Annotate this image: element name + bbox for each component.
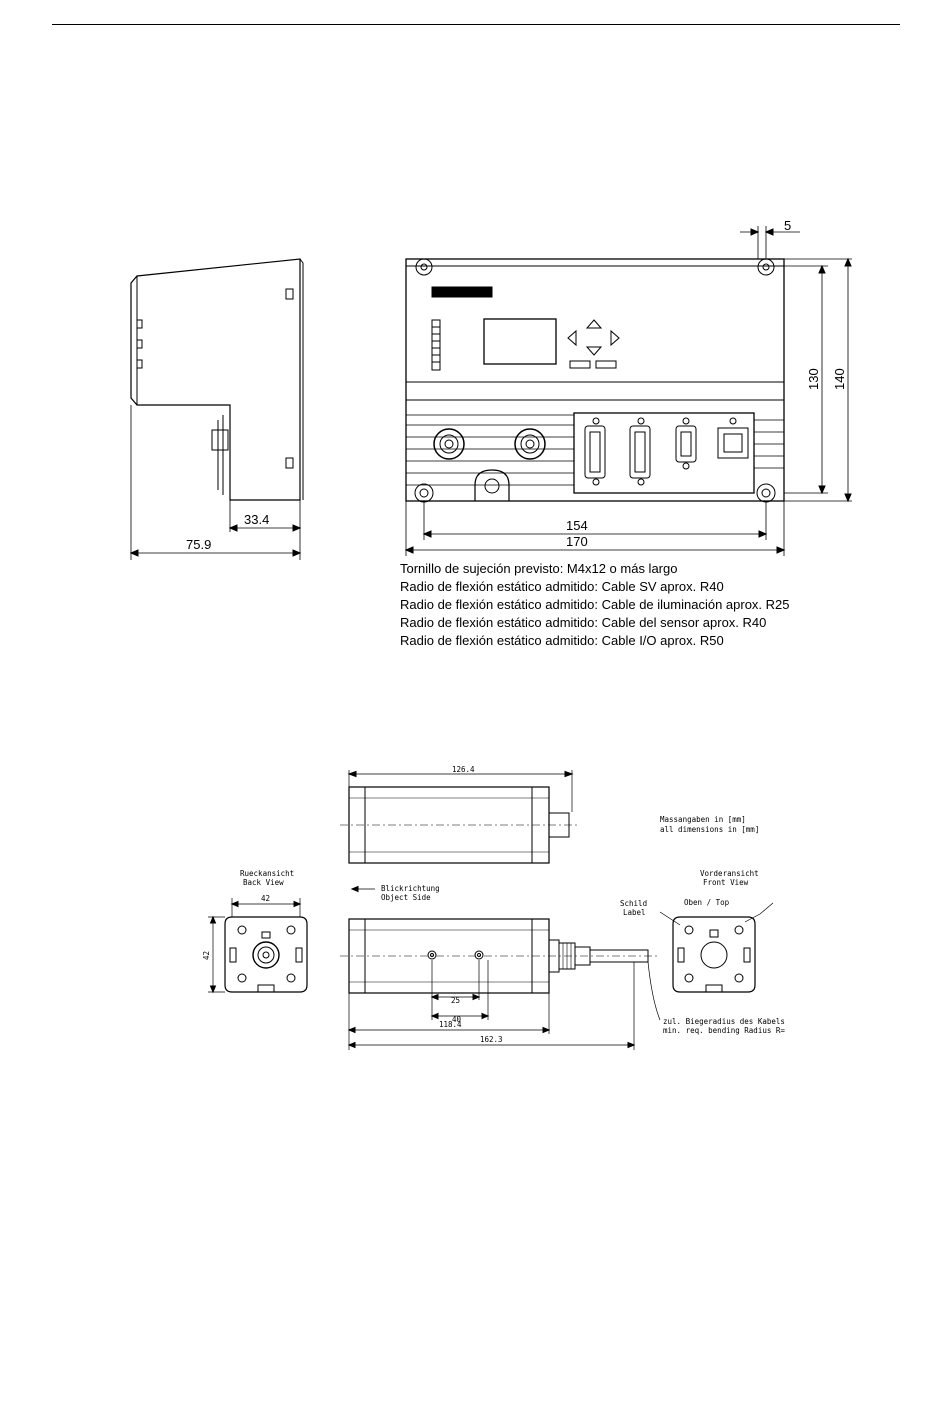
dim-back-height: 42 <box>202 951 211 960</box>
units-note-de: Massangaben in [mm] <box>660 815 746 824</box>
sensor-front-view <box>659 902 774 993</box>
object-side-en: Object Side <box>381 893 431 902</box>
back-view-title-en: Back View <box>243 878 284 887</box>
bend-note-de: zul. Biegeradius des Kabels <box>663 1017 785 1026</box>
object-side-de: Blickrichtung <box>381 884 440 893</box>
dim-height-140: 140 <box>832 368 847 390</box>
bend-note-en: min. req. bending Radius R= <box>663 1026 785 1035</box>
note-sensor-cable: Radio de flexión estático admitido: Cabl… <box>400 615 767 630</box>
front-view <box>404 226 852 556</box>
sensor-top-view <box>340 770 580 864</box>
dim-body-118-4: 118.4 <box>439 1020 462 1029</box>
label-note-en: Label <box>623 908 646 917</box>
dim-side-33-4: 33.4 <box>244 512 269 527</box>
top-note: Oben / Top <box>684 898 730 907</box>
dim-hole-40: 40 <box>452 1015 462 1024</box>
front-view-title-de: Vorderansicht <box>700 869 759 878</box>
dim-width-170: 170 <box>566 534 588 549</box>
dim-mount-5: 5 <box>784 218 791 233</box>
note-screw: Tornillo de sujeción previsto: M4x12 o m… <box>400 561 678 576</box>
units-note-en: all dimensions in [mm] <box>660 825 759 834</box>
note-lighting-cable: Radio de flexión estático admitido: Cabl… <box>400 597 790 612</box>
label-note-de: Schild <box>620 899 647 908</box>
back-view <box>208 898 308 994</box>
side-view <box>129 258 304 560</box>
header-rule <box>52 24 900 25</box>
front-view-title-en: Front View <box>703 878 749 887</box>
note-io-cable: Radio de flexión estático admitido: Cabl… <box>400 633 724 648</box>
dim-total-162-3: 162.3 <box>480 1035 503 1044</box>
dim-side-75-9: 75.9 <box>186 537 211 552</box>
dim-top-126-4: 126.4 <box>452 765 475 774</box>
note-sv-cable: Radio de flexión estático admitido: Cabl… <box>400 579 724 594</box>
back-view-title-de: Rueckansicht <box>240 869 294 878</box>
dim-hole-25: 25 <box>451 996 460 1005</box>
dim-height-130: 130 <box>806 368 821 390</box>
dim-back-width: 42 <box>261 894 270 903</box>
dim-width-154: 154 <box>566 518 588 533</box>
sensor-side-view <box>340 918 661 1050</box>
